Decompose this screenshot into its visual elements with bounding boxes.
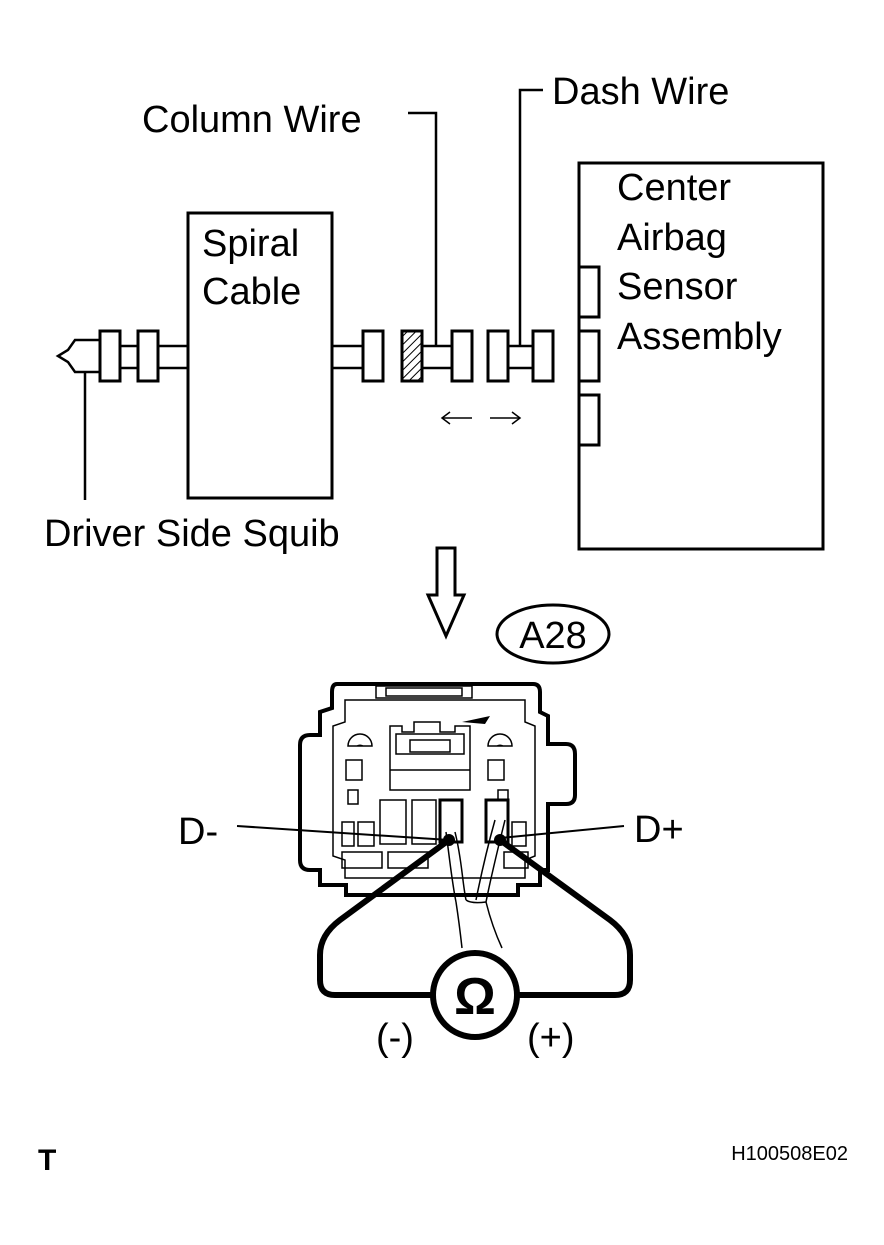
terminal-plus-label: D+ [634, 809, 684, 851]
dash-wire-connector-2 [531, 329, 555, 383]
d-minus-leader [236, 825, 450, 841]
center-label-4: Assembly [617, 316, 782, 358]
spiral-connector-left [136, 329, 160, 383]
corner-mark: T [38, 1144, 56, 1177]
center-label-3: Sensor [617, 266, 738, 308]
disconnect-arrows [440, 411, 522, 425]
meter-lead-minus [317, 837, 451, 998]
column-wire-label: Column Wire [142, 99, 362, 141]
spiral-cable-box [186, 211, 334, 500]
squib-connector-1 [98, 329, 122, 383]
connector-id-badge [495, 603, 611, 665]
column-wire-leader [408, 111, 438, 346]
dash-wire-leader [518, 88, 543, 346]
connector-id-label: A28 [519, 615, 587, 657]
sensor-port-2 [577, 329, 601, 383]
driver-squib-label: Driver Side Squib [44, 513, 340, 555]
squib-tip [55, 338, 100, 374]
ohmmeter [430, 950, 520, 1040]
sensor-port-1 [577, 265, 601, 319]
d-plus-leader [499, 825, 625, 839]
dash-wire-connector-1 [486, 329, 510, 383]
spiral-cable-label-1: Spiral [202, 223, 299, 265]
terminal-minus-label: D- [178, 811, 218, 853]
down-arrow-icon [425, 546, 467, 640]
dash-wire-label: Dash Wire [552, 71, 729, 113]
center-airbag-sensor-box [577, 161, 825, 551]
figure-code: H100508E02 [731, 1143, 848, 1165]
sensor-port-3 [577, 393, 601, 447]
probe-minus-label: (-) [376, 1017, 414, 1059]
probe-plus-label: (+) [527, 1017, 575, 1059]
spiral-cable-label-2: Cable [202, 271, 301, 313]
center-label-1: Center [617, 167, 731, 209]
ohm-icon: Ω [454, 968, 496, 1026]
spiral-connector-right [361, 329, 385, 383]
center-label-2: Airbag [617, 217, 727, 259]
meter-lead-plus [498, 837, 633, 998]
column-wire-connector [450, 329, 474, 383]
column-wire-connector-hatched [400, 329, 424, 383]
